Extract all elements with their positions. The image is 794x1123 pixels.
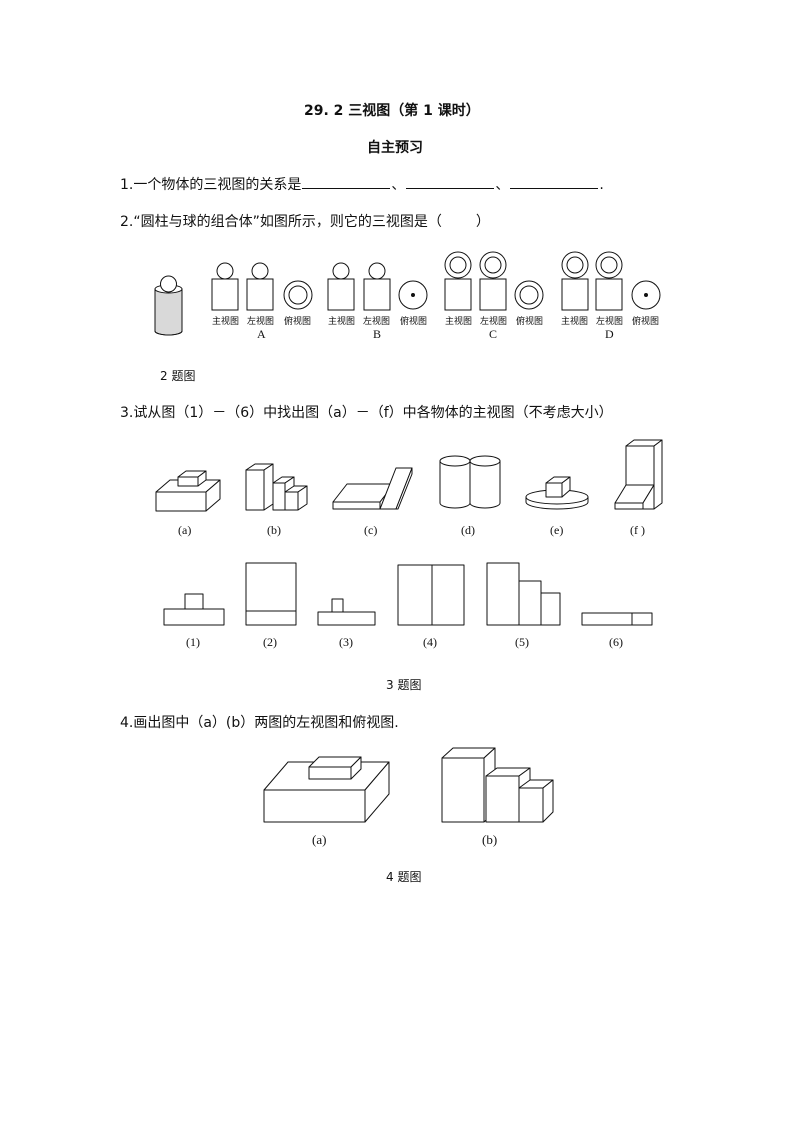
front-view-6: [581, 612, 653, 626]
separator: 、: [391, 177, 406, 193]
view-label: 主视图: [561, 316, 589, 326]
option-d-views: [561, 251, 661, 311]
view-label: 俯视图: [632, 316, 660, 326]
cylinder-sphere-solid: [154, 275, 183, 336]
solid-label-b: (b): [267, 523, 281, 537]
figure-caption: 4 题图: [386, 870, 422, 884]
view-label: 主视图: [445, 316, 473, 326]
view-label: 左视图: [596, 316, 624, 326]
front-view-2: [245, 562, 297, 626]
solid-c: [332, 467, 413, 510]
question-1: 1.一个物体的三视图的关系是 、 、.: [120, 174, 604, 194]
solid-e: [525, 476, 589, 510]
view-label: 主视图: [212, 316, 240, 326]
view-label: 俯视图: [516, 316, 544, 326]
front-view-1: [163, 593, 225, 626]
close-paren: ）: [475, 214, 490, 230]
solid-a: [155, 470, 221, 512]
option-a-views: [211, 262, 313, 311]
answer-blank-1[interactable]: [302, 174, 391, 189]
view-label: 主视图: [328, 316, 356, 326]
view-label: 左视图: [363, 316, 391, 326]
question-2: 2.“圆柱与球的组合体”如图所示，则它的三视图是（ ）: [120, 211, 490, 231]
question-4-text: 4.画出图中（a）(b）两图的左视图和俯视图.: [120, 715, 399, 731]
option-c-views: [444, 251, 544, 311]
answer-blank-3[interactable]: [510, 174, 599, 189]
section-heading: 自主预习: [367, 140, 423, 156]
option-label-a: A: [257, 327, 266, 341]
view-label-5: (5): [515, 635, 529, 649]
solid-4b: [441, 747, 554, 823]
answer-blank-2[interactable]: [406, 174, 495, 189]
solid-label-d: (d): [461, 523, 475, 537]
view-label: 俯视图: [284, 316, 312, 326]
solid-b: [245, 463, 308, 511]
solid-label-f: (f ): [630, 523, 645, 537]
view-label-1: (1): [186, 635, 200, 649]
solid-label-e: (e): [550, 523, 564, 537]
solid-d: [439, 455, 501, 509]
view-label: 俯视图: [400, 316, 428, 326]
solid-f: [614, 439, 663, 510]
front-view-5: [486, 562, 561, 626]
view-label-2: (2): [263, 635, 277, 649]
question-1-text: 1.一个物体的三视图的关系是: [120, 177, 302, 193]
figure-caption: 2 题图: [160, 369, 196, 383]
page-title: 29. 2 三视图（第 1 课时）: [304, 103, 480, 119]
option-b-views: [327, 262, 428, 311]
solid-label-a: (a): [178, 523, 192, 537]
question-3-text: 3.试从图（1）－（6）中找出图（a）－（f）中各物体的主视图（不考虑大小）: [120, 405, 613, 421]
view-label: 左视图: [247, 316, 275, 326]
option-label-d: D: [605, 327, 614, 341]
figure-caption: 3 题图: [386, 678, 422, 692]
front-view-3: [317, 598, 376, 626]
separator: 、: [495, 177, 510, 193]
option-label-b: B: [373, 327, 382, 341]
option-label-c: C: [489, 327, 498, 341]
view-label-4: (4): [423, 635, 437, 649]
front-view-4: [397, 564, 465, 626]
view-label: 左视图: [480, 316, 508, 326]
end-mark: .: [599, 177, 604, 193]
solid-4a: [263, 756, 390, 823]
view-label-3: (3): [339, 635, 353, 649]
view-label-6: (6): [609, 635, 623, 649]
question-2-text: 2.“圆柱与球的组合体”如图所示，则它的三视图是（: [120, 214, 442, 230]
solid-label-c: (c): [364, 523, 378, 537]
figure-4a-label: (a): [312, 832, 327, 847]
figure-4b-label: (b): [482, 832, 498, 847]
